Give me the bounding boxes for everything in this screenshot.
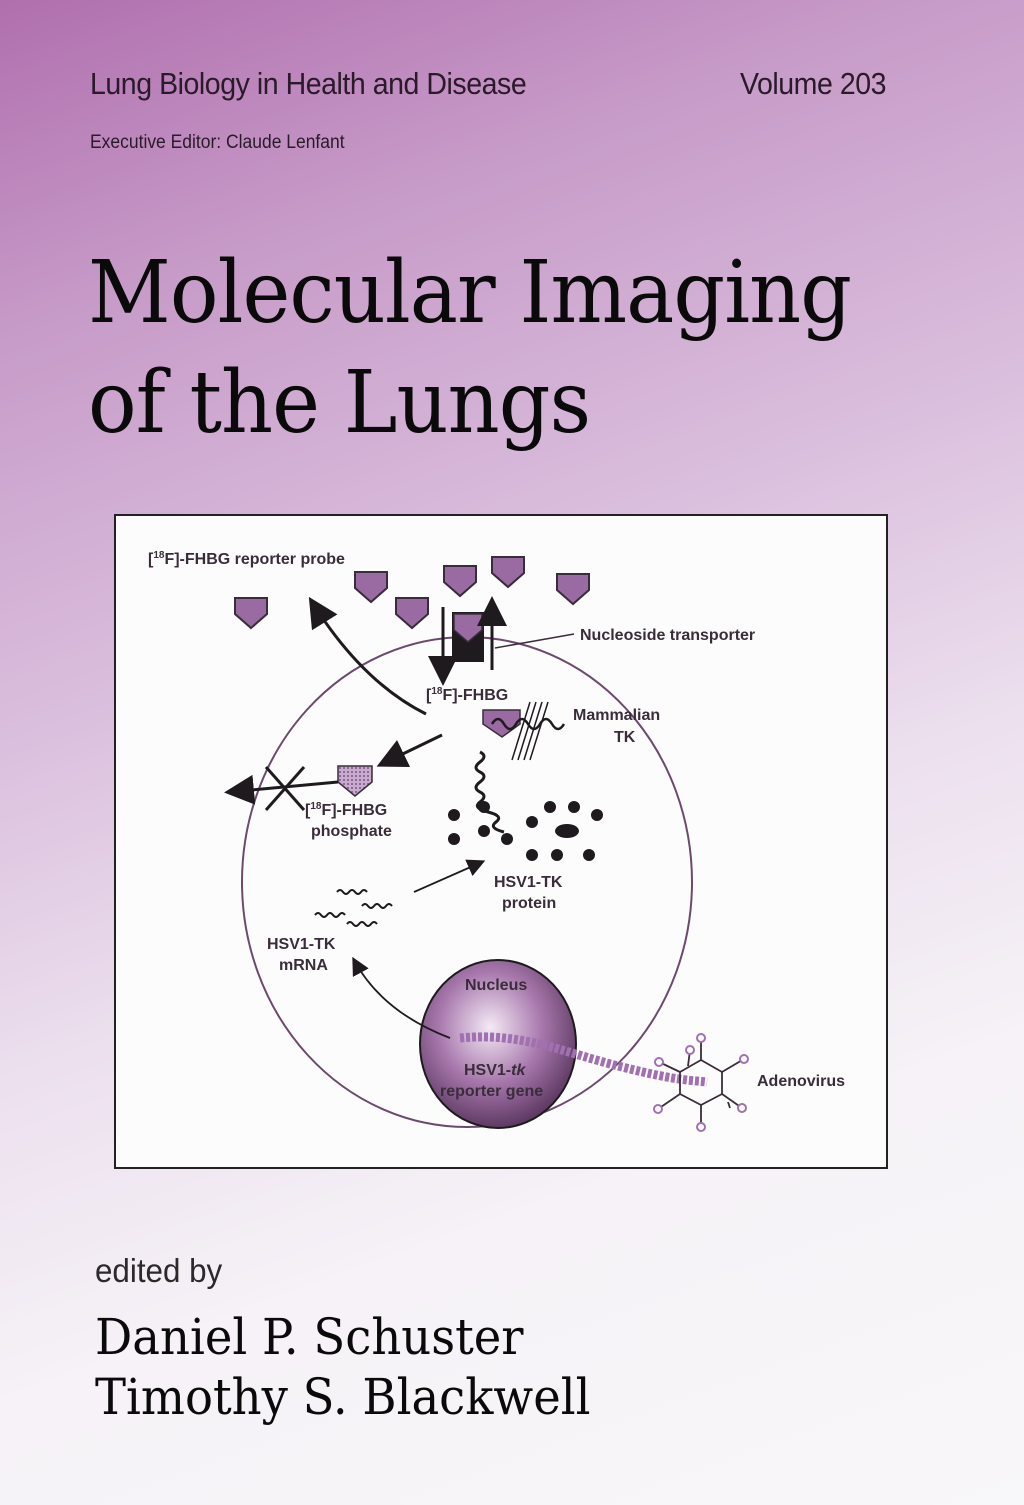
probe-icon [354,571,388,603]
book-title: Molecular Imaging of the Lungs [88,238,852,458]
label-nucleus: Nucleus [465,977,527,994]
hsv1-tk-protein-dots [448,801,603,861]
volume-number: Volume 203 [740,66,887,101]
label-reporter-probe: [18F]-FHBG reporter probe [148,550,345,568]
label-mammalian-tk: Mammalian [573,707,660,724]
probe-icon [556,573,590,605]
label-mammalian-tk-2: TK [614,729,636,746]
label-fhbg-phosphate: [18F]-FHBG [305,801,387,819]
probe-icon [491,556,525,588]
probe-icon [443,565,477,597]
label-gene: HSV1-tk [464,1062,526,1079]
cover-figure: [18F]-FHBG reporter probe Nucleoside tra… [114,514,888,1169]
label-protein: HSV1-TK [494,874,563,891]
title-line-1: Molecular Imaging [88,243,852,343]
dna-strand-icon [459,1032,708,1087]
nucleus-icon [419,959,577,1129]
title-line-2: of the Lungs [88,353,591,453]
label-phosphate: phosphate [311,823,392,840]
author-1: Daniel P. Schuster [95,1308,524,1366]
probe-icon [395,597,429,629]
executive-editor: Executive Editor: Claude Lenfant [90,132,345,153]
reporter-gene-diagram: [18F]-FHBG reporter probe Nucleoside tra… [148,550,845,1132]
label-fhbg: [18F]-FHBG [426,686,508,704]
label-nucleoside-transporter: Nucleoside transporter [580,627,755,644]
edited-by-label: edited by [95,1252,223,1289]
author-2: Timothy S. Blackwell [95,1368,591,1426]
label-gene-2: reporter gene [440,1083,543,1100]
phosphate-probe-icon [337,765,373,797]
series-title: Lung Biology in Health and Disease [90,66,527,101]
label-mrna-2: mRNA [279,957,328,974]
label-mrna: HSV1-TK [267,936,336,953]
mrna-icon [314,889,393,927]
label-adenovirus: Adenovirus [757,1073,845,1090]
label-protein-2: protein [502,895,556,912]
probe-icon [234,597,268,629]
